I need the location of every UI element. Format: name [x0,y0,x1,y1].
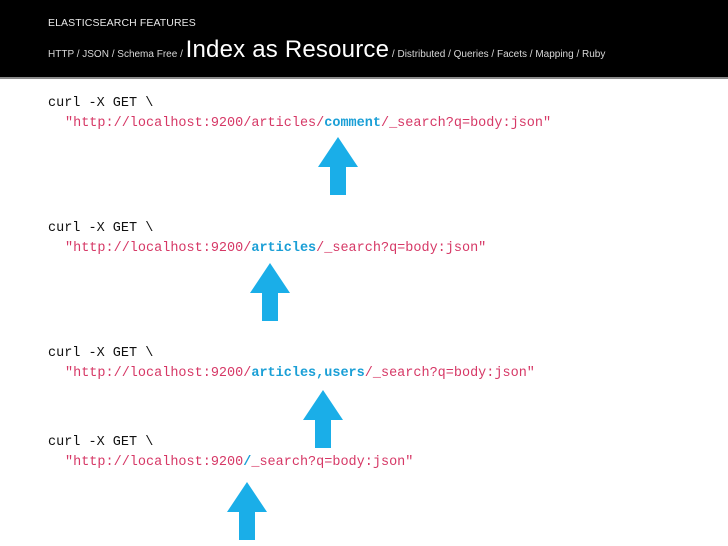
arrow-up-icon [250,263,290,321]
url-line: "http://localhost:9200/articles/_search?… [48,239,486,259]
slide-header: ELASTICSEARCH FEATURES HTTP / JSON / Sch… [0,0,728,79]
url-line: "http://localhost:9200/_search?q=body:js… [48,453,413,473]
arrow-up-icon [303,390,343,448]
url-highlight: / [243,455,252,470]
url-line: "http://localhost:9200/articles/comment/… [48,114,551,134]
url-prefix: "http://localhost:9200/ [65,366,252,381]
url-suffix: /_search?q=body:json" [364,366,535,381]
topic-nav: HTTP / JSON / Schema Free / Index as Res… [48,36,605,64]
command-line: curl -X GET \ [48,346,154,361]
current-topic: Index as Resource [185,36,390,63]
section-kicker: ELASTICSEARCH FEATURES [48,17,196,29]
url-prefix: "http://localhost:9200 [65,455,244,470]
code-example-3: curl -X GET \ "http://localhost:9200/arti… [48,344,535,384]
code-example-4: curl -X GET \ "http://localhost:9200/_sea… [48,433,413,473]
url-prefix: "http://localhost:9200/ [65,241,252,256]
url-suffix: /_search?q=body:json" [380,116,552,131]
url-prefix: "http://localhost:9200/articles/ [65,116,325,131]
url-highlight: articles [251,241,317,256]
url-highlight: comment [324,116,381,131]
command-line: curl -X GET \ [48,221,154,236]
nav-after: / Distributed / Queries / Facets / Mappi… [389,49,606,60]
url-suffix: /_search?q=body:json" [316,241,487,256]
nav-before: HTTP / JSON / Schema Free / [48,49,186,60]
command-line: curl -X GET \ [48,435,154,450]
url-highlight: articles,users [251,366,365,381]
url-suffix: _search?q=body:json" [251,455,414,470]
url-line: "http://localhost:9200/articles,users/_s… [48,364,535,384]
command-line: curl -X GET \ [48,96,154,111]
code-example-1: curl -X GET \ "http://localhost:9200/arti… [48,94,551,134]
arrow-up-icon [227,482,267,540]
code-example-2: curl -X GET \ "http://localhost:9200/arti… [48,219,486,259]
arrow-up-icon [318,137,358,195]
